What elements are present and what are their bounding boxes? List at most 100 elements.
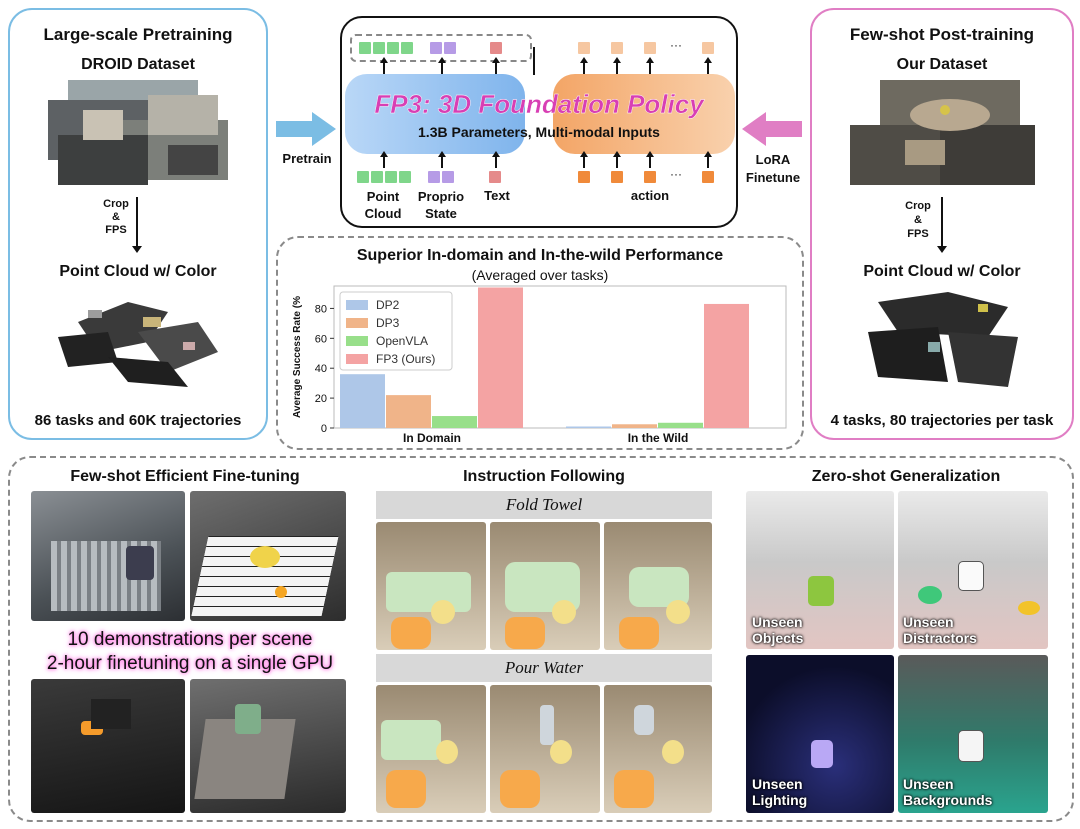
z2-line2: Distractors [903, 630, 977, 646]
fewshot-photo-3 [31, 679, 185, 813]
fewshot-title: Few-shot Efficient Fine-tuning [70, 468, 300, 485]
x-category-label: In Domain [403, 431, 461, 445]
bottom-frame [8, 456, 1074, 822]
left-crop-line2: & [112, 211, 120, 223]
fewshot-photo-1 [31, 491, 185, 621]
y-axis-label: Average Success Rate (% [292, 296, 303, 418]
right-crop-label: Crop & FPS [898, 199, 938, 241]
pour-photo-1 [376, 685, 486, 813]
performance-chart-frame [276, 236, 804, 450]
output-proprio-tokens [430, 42, 456, 54]
chart-title: Superior In-domain and In-the-wild Perfo… [356, 247, 724, 264]
pretrain-arrow [276, 112, 336, 146]
up-arrow [380, 57, 388, 74]
legend-swatch [346, 336, 368, 346]
z1-line2: Objects [752, 630, 804, 646]
output-text-token [490, 42, 502, 54]
left-down-arrow [132, 197, 142, 253]
input-proprio-line2: State [425, 206, 457, 221]
y-tick-label: 20 [315, 393, 327, 405]
pour-photo-3 [604, 685, 712, 813]
fewshot-photo-2 [190, 491, 346, 621]
droid-dataset-label: DROID Dataset [81, 56, 195, 73]
action-expert-block [553, 74, 735, 154]
left-crop-label: Crop & FPS [96, 198, 136, 237]
model-subtitle: 1.3B Parameters, Multi-modal Inputs [418, 124, 660, 140]
our-dataset-collage [850, 80, 1035, 185]
bar-dp2-in-domain [340, 374, 385, 428]
zeroshot-photo-backgrounds [898, 655, 1048, 813]
x-category-label: In the Wild [628, 431, 689, 445]
input-action-label: action [630, 188, 670, 203]
up-arrow [704, 151, 712, 168]
input-ellipsis: ··· [670, 167, 682, 181]
left-point-cloud-image [58, 302, 218, 387]
model-title: FP3: 3D Foundation Policy [374, 89, 704, 119]
zeroshot-photo-objects [746, 491, 894, 649]
input-proprio-label: Proprio State [410, 188, 472, 222]
input-proprio-tokens [428, 171, 454, 183]
legend-label: FP3 (Ours) [376, 352, 435, 366]
legend-swatch [346, 354, 368, 364]
lora-line2: Finetune [745, 170, 801, 185]
legend-label: DP3 [376, 316, 400, 330]
right-point-cloud-image [868, 292, 1018, 387]
instruction-title: Instruction Following [463, 468, 625, 485]
zeroshot-caption-backgrounds: Unseen Backgrounds [903, 776, 992, 808]
output-ellipsis: ··· [670, 38, 682, 52]
z4-line1: Unseen [903, 776, 954, 792]
input-point-cloud-label: Point Cloud [350, 188, 416, 222]
bar-fp3-ours--in-domain [478, 287, 523, 428]
z3-line2: Lighting [752, 792, 808, 808]
input-action-tokens: ··· [578, 167, 718, 185]
right-crop-line3: FPS [907, 228, 929, 240]
y-tick-label: 60 [315, 333, 327, 345]
up-arrow [580, 57, 588, 74]
z2-line1: Unseen [903, 614, 954, 630]
our-dataset-label: Our Dataset [896, 56, 988, 73]
input-point-line2: Cloud [364, 206, 402, 221]
z4-line2: Backgrounds [903, 792, 993, 808]
output-point-tokens [359, 42, 413, 54]
up-arrow [580, 151, 588, 168]
output-connector [533, 47, 535, 75]
pour-photo-2 [490, 685, 600, 813]
up-arrow [438, 57, 446, 74]
legend-swatch [346, 300, 368, 310]
droid-dataset-collage [48, 80, 228, 185]
fewshot-line2: 2-hour finetuning on a single GPU [46, 653, 334, 674]
input-text-label: Text [484, 188, 510, 203]
right-point-cloud-label: Point Cloud w/ Color [863, 263, 1021, 280]
pretrain-label: Pretrain [282, 151, 332, 166]
up-arrow [613, 151, 621, 168]
bar-openvla-in-the-wild [658, 422, 703, 428]
bar-dp3-in-the-wild [612, 424, 657, 428]
task-banner-pour [376, 654, 712, 682]
legend-label: OpenVLA [376, 334, 428, 348]
z1-line1: Unseen [752, 614, 803, 630]
legend-label: DP2 [376, 298, 400, 312]
right-summary: 4 tasks, 80 trajectories per task [830, 412, 1054, 429]
zeroshot-photo-distractors [898, 491, 1048, 649]
zeroshot-caption-distractors: Unseen Distractors [903, 614, 977, 646]
zeroshot-photo-lighting [746, 655, 894, 813]
task-label-pour: Pour Water [504, 658, 584, 677]
y-tick-label: 0 [321, 423, 327, 435]
output-action-tokens: ··· [578, 38, 718, 56]
left-point-cloud-label: Point Cloud w/ Color [59, 263, 217, 280]
bar-fp3-ours--in-the-wild [704, 303, 749, 428]
zeroshot-title: Zero-shot Generalization [811, 468, 1001, 485]
left-summary: 86 tasks and 60K trajectories [34, 412, 242, 429]
pretraining-title: Large-scale Pretraining [43, 25, 233, 44]
chart-subtitle: (Averaged over tasks) [471, 267, 609, 283]
chart-legend [339, 291, 453, 371]
y-tick-label: 80 [315, 303, 327, 315]
zeroshot-caption-objects: Unseen Objects [752, 614, 803, 646]
up-arrow [646, 151, 654, 168]
up-arrow [613, 57, 621, 74]
z3-line1: Unseen [752, 776, 803, 792]
task-banner-fold [376, 491, 712, 519]
fewshot-photo-4 [190, 679, 346, 813]
bar-openvla-in-domain [432, 416, 477, 428]
